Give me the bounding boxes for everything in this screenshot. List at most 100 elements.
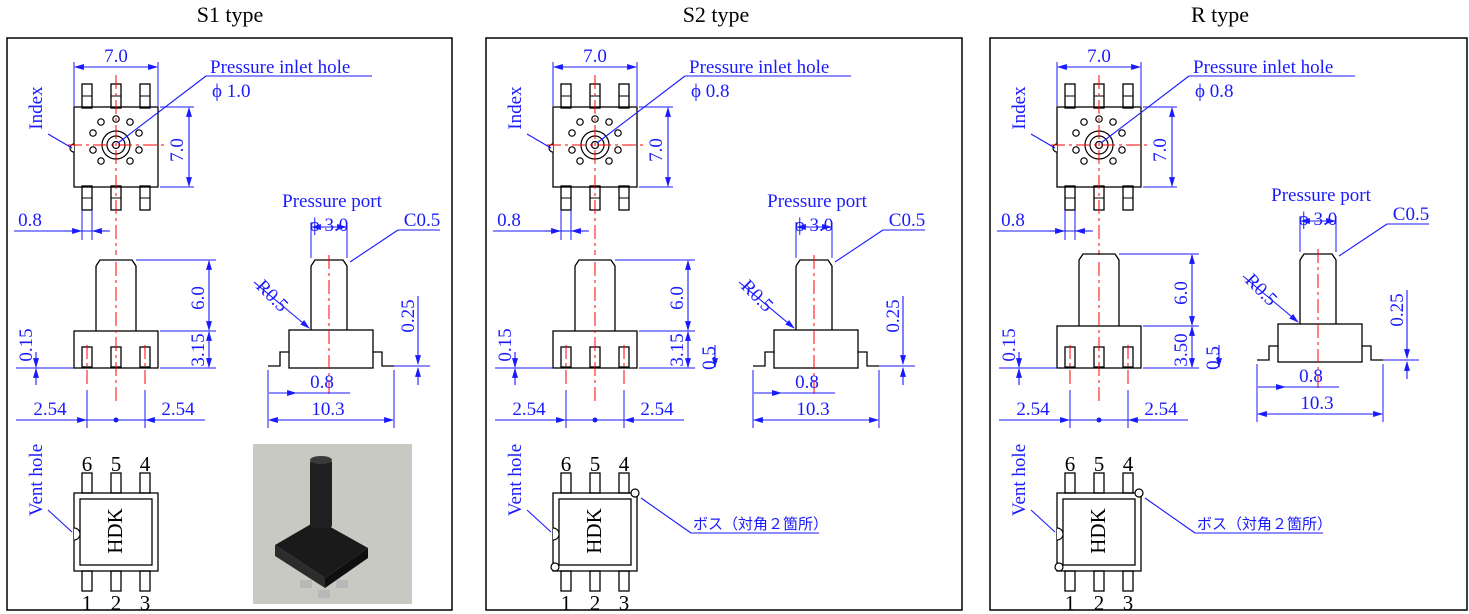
port-dia-text: ϕ 3.0 [310, 215, 349, 236]
pin-number-top: 4 [1123, 452, 1134, 476]
vent-dot [135, 146, 143, 154]
pin-width-text: 0.8 [1001, 210, 1025, 231]
pin-number-top: 5 [590, 452, 601, 476]
index-leader [47, 133, 73, 149]
side-port [795, 259, 833, 330]
boss-marker [630, 488, 640, 498]
inlet-label: Pressure inlet hole [689, 57, 829, 78]
radius-text: R0.5 [1241, 270, 1282, 311]
chamfer-leader [349, 229, 399, 263]
boss-marker [1134, 488, 1144, 498]
pin-number-top: 4 [140, 452, 151, 476]
vent-label: Vent hole [26, 444, 47, 516]
step-text: 0.5 [1203, 346, 1224, 370]
inlet-label: Pressure inlet hole [210, 57, 350, 78]
panel-title-s1: S1 type [196, 2, 264, 27]
step-text: 0.5 [699, 346, 720, 370]
vent-dot [1072, 129, 1080, 137]
pitch-left-text: 2.54 [1016, 399, 1050, 420]
pin-number-bottom: 1 [561, 591, 572, 614]
dim-height-text: 7.0 [646, 138, 667, 162]
bottom-bot-pin [1064, 570, 1076, 592]
pitch-dot [113, 417, 119, 423]
port-height-text: 6.0 [667, 286, 688, 310]
bottom-bot-pin [618, 570, 630, 592]
panel-title-s2: S2 type [682, 2, 750, 27]
chip-marking: HDK [103, 508, 127, 554]
index-label: Index [26, 86, 47, 130]
inlet-diameter: ϕ 0.8 [691, 81, 730, 102]
bottom-bot-pin [110, 570, 122, 592]
side-lead-left [753, 351, 774, 367]
chip-marking: HDK [1086, 508, 1110, 554]
panel-frame [485, 37, 963, 611]
lead-thk-text: 0.25 [883, 299, 904, 332]
pin-number-bottom: 3 [619, 591, 630, 614]
pin-number-bottom: 2 [1094, 591, 1105, 614]
bottom-bot-pin [589, 570, 601, 592]
pin-number-top: 5 [1094, 452, 1105, 476]
index-leader [526, 133, 552, 149]
vent-dot [614, 129, 622, 137]
bottom-bot-pin [139, 570, 151, 592]
port-height-text: 6.0 [1171, 281, 1192, 305]
photo-lead [336, 580, 348, 588]
bottom-bot-pin [1093, 570, 1105, 592]
vent-dot [1109, 118, 1117, 126]
port-label: Pressure port [767, 191, 867, 212]
bottom-top-pin [589, 472, 601, 494]
inlet-leader [117, 75, 207, 144]
vent-dot [1109, 157, 1117, 165]
dim-height-text: 7.0 [167, 138, 188, 162]
dim-height-text: 7.0 [1150, 138, 1171, 162]
pin-width-text: 0.8 [497, 210, 521, 231]
port-height-text: 6.0 [188, 286, 209, 310]
side-port [310, 259, 348, 330]
radius-text: R0.5 [252, 276, 293, 317]
chamfer-text: C0.5 [404, 210, 440, 231]
lead-thk-text: 0.25 [1387, 293, 1408, 326]
port-dia-text: ϕ 3.0 [1299, 209, 1338, 230]
pin-number-bottom: 3 [140, 591, 151, 614]
chamfer-text: C0.5 [1393, 204, 1429, 225]
pin-number-bottom: 2 [590, 591, 601, 614]
photo-body [275, 520, 368, 578]
panel-frame [6, 37, 453, 611]
vent-dot [1080, 118, 1088, 126]
bottom-top-pin [618, 472, 630, 494]
side-lead-left [268, 351, 289, 367]
bottom-top-pin [1122, 472, 1134, 494]
inlet-diameter: ϕ 0.8 [1195, 81, 1234, 102]
photo-body-front [325, 548, 368, 588]
inlet-diameter: ϕ 1.0 [212, 81, 251, 102]
pin-number-bottom: 1 [82, 591, 93, 614]
bottom-top-pin [139, 472, 151, 494]
port-outline [1078, 253, 1120, 326]
inlet-leader [1100, 75, 1190, 144]
pin-number-bottom: 2 [111, 591, 122, 614]
boss-marker [550, 562, 560, 572]
vent-dot [1080, 157, 1088, 165]
boss-marker [1054, 562, 1064, 572]
vent-dot [605, 157, 613, 165]
bottom-top-pin [81, 472, 93, 494]
pitch-dot [1096, 417, 1102, 423]
side-lead-right [1362, 345, 1383, 361]
vent-dot [576, 118, 584, 126]
photo-port [310, 460, 332, 528]
port-outline [574, 259, 616, 331]
vent-dot [126, 157, 134, 165]
side-port [1299, 253, 1337, 324]
vent-notch [73, 527, 81, 541]
pin-number-top: 6 [1065, 452, 1076, 476]
pitch-right-text: 2.54 [161, 399, 195, 420]
side-lead-right [858, 351, 879, 367]
